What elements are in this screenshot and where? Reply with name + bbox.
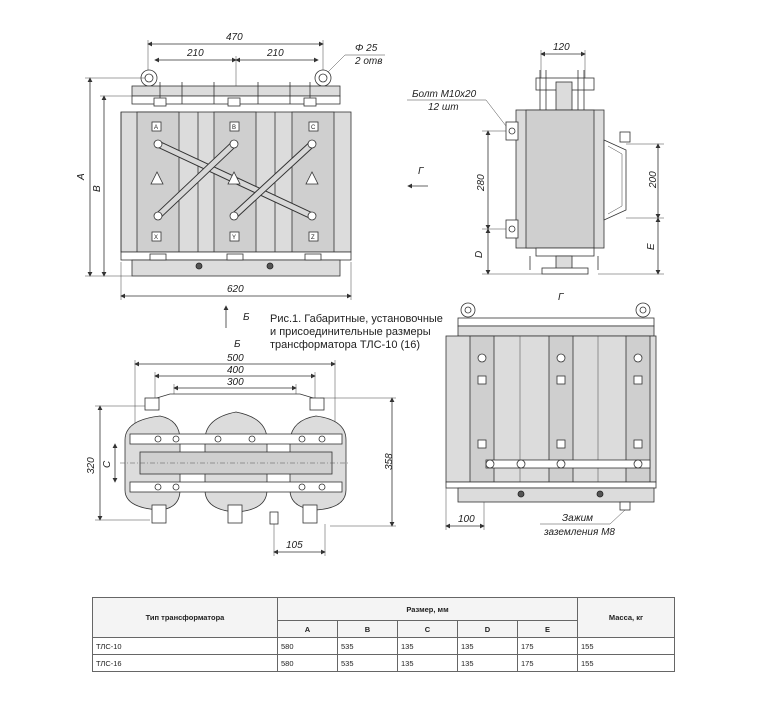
connection-bars (154, 140, 316, 220)
cell-d: 135 (457, 637, 518, 655)
dim-200: 200 (648, 171, 659, 189)
warning-icon (150, 171, 164, 185)
dim-470: 470 (226, 32, 243, 43)
dim-a: A (76, 173, 87, 181)
cell-d: 135 (457, 654, 518, 672)
table-subheader-row: A B C D E (93, 620, 675, 638)
cell-e: 175 (517, 654, 578, 672)
top-view-title: Б (234, 339, 241, 350)
phase-label-c: C (311, 125, 316, 131)
dim-620: 620 (227, 284, 244, 295)
phase-label-a: A (154, 125, 158, 131)
svg-text:Рис.1. Габаритные, установочны: Рис.1. Габаритные, установочные (270, 313, 443, 325)
cell-a: 580 (277, 654, 338, 672)
svg-text:и присоединительные размеры: и присоединительные размеры (270, 326, 431, 338)
view-g-base (457, 487, 655, 503)
ground-note-detail: заземления М8 (543, 527, 615, 538)
phase-label-z: Z (311, 235, 315, 241)
warning-icon (305, 171, 319, 185)
dim-210-right: 210 (266, 48, 284, 59)
technical-drawing: 470 210 210 Φ 25 2 отв (76, 32, 664, 556)
phase-label-b: B (232, 125, 236, 131)
dim-358: 358 (384, 453, 395, 470)
cell-type: ТЛС-16 (92, 654, 278, 672)
cell-e: 175 (517, 637, 578, 655)
cell-mass: 155 (577, 637, 675, 655)
figure-caption: Рис.1. Габаритные, установочные и присое… (270, 313, 443, 351)
view-g-busbar (485, 459, 651, 469)
column-header-a: A (277, 620, 338, 638)
side-view: 120 Болт М10х20 12 шт 280 (407, 42, 664, 275)
column-header-d: D (457, 620, 518, 638)
dim-500: 500 (227, 353, 244, 364)
column-header-mass: Масса, кг (577, 597, 675, 638)
front-view: 470 210 210 Φ 25 2 отв (76, 32, 385, 300)
dim-d: D (474, 251, 485, 258)
dim-280: 280 (476, 174, 487, 192)
view-g-top-yoke (457, 325, 655, 337)
table-row: ТЛС-16 580 535 135 135 175 155 (92, 654, 675, 672)
base-frame (131, 259, 341, 277)
view-g: Г 100 Зажим з (445, 292, 657, 538)
dim-e: E (646, 243, 657, 250)
column-header-c: C (397, 620, 458, 638)
column-header-e: E (517, 620, 578, 638)
bolt-note-size: Болт М10х20 (412, 89, 477, 100)
dim-100: 100 (458, 514, 475, 525)
cell-mass: 155 (577, 654, 675, 672)
cell-c: 135 (397, 637, 458, 655)
warning-icon (227, 171, 241, 185)
top-view: Б 500 400 300 (86, 339, 396, 556)
dim-120: 120 (553, 42, 570, 53)
phase-label-x: X (154, 235, 158, 241)
column-header-b: B (337, 620, 398, 638)
svg-text:трансформатора ТЛС-10 (16): трансформатора ТЛС-10 (16) (270, 339, 420, 351)
column-header-size: Размер, мм (277, 597, 578, 621)
view-g-title: Г (558, 292, 565, 303)
cell-c: 135 (397, 654, 458, 672)
dim-400: 400 (227, 365, 244, 376)
phase-label-y: Y (232, 235, 236, 241)
svg-text:Б: Б (243, 312, 250, 323)
hole-note-count: 2 отв (354, 56, 382, 67)
column-header-type: Тип трансформатора (92, 597, 278, 638)
ground-clamp (619, 501, 631, 511)
dim-210-left: 210 (186, 48, 204, 59)
hole-note-diameter: Φ 25 (355, 43, 378, 54)
dim-105: 105 (286, 540, 303, 551)
view-arrow-b: Б (223, 305, 250, 328)
cell-type: ТЛС-10 (92, 637, 278, 655)
cell-b: 535 (337, 654, 398, 672)
bolt-note-count: 12 шт (428, 102, 459, 113)
dimensions-table: Тип трансформатора Размер, мм Масса, кг … (92, 597, 675, 672)
dim-c: C (102, 460, 113, 468)
dim-320: 320 (86, 457, 97, 474)
ground-terminal (269, 511, 279, 525)
ground-note-title: Зажим (562, 513, 593, 524)
view-arrow-g: Г (418, 166, 425, 177)
dim-b: B (92, 185, 103, 192)
cell-b: 535 (337, 637, 398, 655)
table-row: ТЛС-10 580 535 135 135 175 155 (92, 637, 675, 655)
dim-300: 300 (227, 377, 244, 388)
top-yoke (131, 85, 341, 97)
table-header-row: Тип трансформатора Размер, мм Масса, кг (92, 597, 675, 638)
cell-a: 580 (277, 637, 338, 655)
